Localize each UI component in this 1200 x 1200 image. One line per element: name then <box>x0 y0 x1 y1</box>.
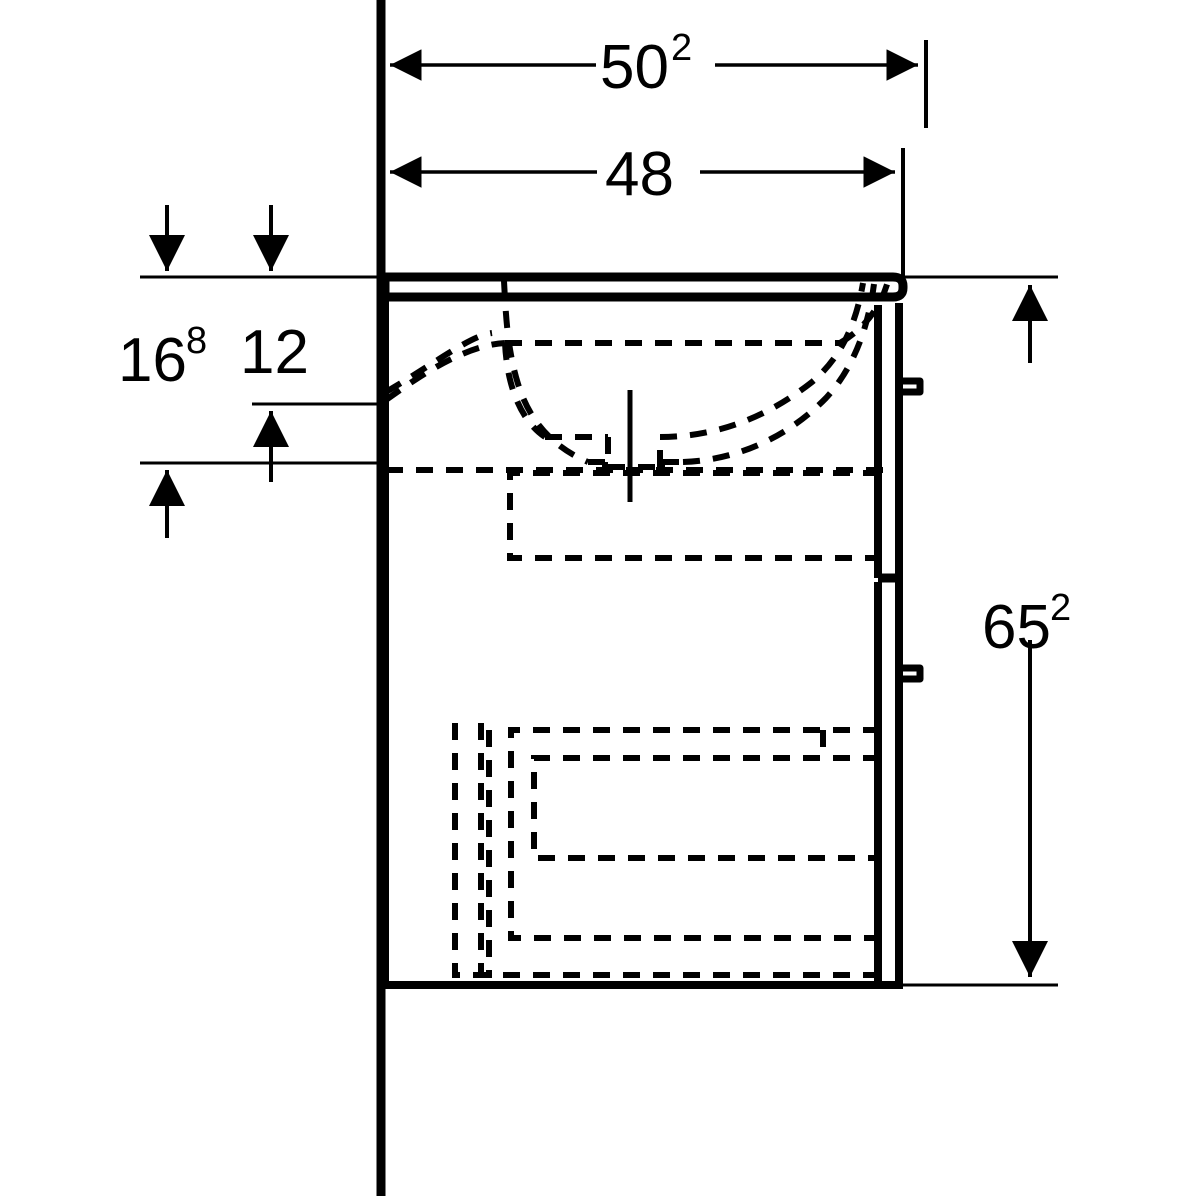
dimension-left-extension-lines <box>140 275 383 465</box>
dimension-width-overall: 50 2 <box>390 27 928 128</box>
upper-drawer-hidden-outline <box>507 470 880 561</box>
dimension-width-cabinet: 48 <box>390 140 905 290</box>
cabinet-carcass-outline <box>381 297 903 989</box>
dimension-height-12: 12 <box>240 205 309 482</box>
dimension-label-48: 48 <box>605 140 674 209</box>
dimension-label-16: 16 <box>118 326 187 395</box>
upper-drawer-handle <box>899 377 924 396</box>
dimension-height-16-8: 16 8 <box>118 205 207 538</box>
lower-drawer-hidden-outline <box>452 723 880 978</box>
washbasin-top-profile <box>380 272 908 302</box>
dimension-label-50: 50 <box>600 33 669 102</box>
basin-bowl-hidden-outline <box>384 280 895 473</box>
dimension-height-overall: 65 2 <box>900 275 1071 987</box>
dimension-label-65-superscript: 2 <box>1050 587 1071 629</box>
dimension-label-16-superscript: 8 <box>186 320 207 362</box>
dimension-label-65: 65 <box>982 593 1051 662</box>
dimension-label-50-superscript: 2 <box>671 27 692 69</box>
lower-drawer-handle <box>899 664 924 683</box>
dimension-label-12: 12 <box>240 318 309 387</box>
